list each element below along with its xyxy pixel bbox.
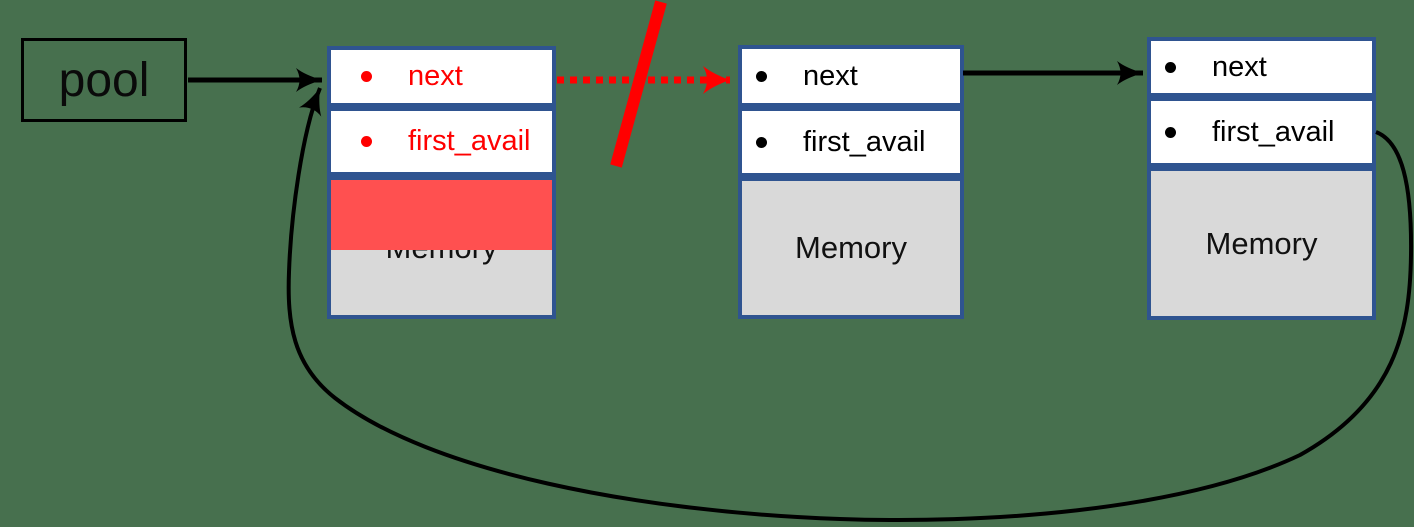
node1-next-cell: next: [327, 46, 556, 107]
node2-next-label: next: [803, 59, 858, 92]
node1-next-label: next: [408, 60, 463, 92]
pool-label: pool: [58, 53, 150, 107]
node3-next-cell: next: [1147, 37, 1376, 97]
node3-memory-cell: Memory: [1147, 167, 1376, 320]
bullet-icon: [361, 71, 372, 82]
node2-memory-label: Memory: [795, 230, 907, 265]
node3-next-label: next: [1212, 50, 1267, 83]
pool-node-2: next first_avail Memory: [738, 45, 964, 319]
node3-memory-label: Memory: [1205, 225, 1318, 261]
bullet-icon: [756, 70, 767, 82]
bullet-icon: [1165, 126, 1176, 138]
strikethrough-slash-icon: [610, 0, 667, 168]
node2-first-avail-label: first_avail: [803, 125, 926, 158]
bullet-icon: [361, 136, 372, 147]
bullet-icon: [1165, 61, 1176, 73]
node2-next-cell: next: [738, 45, 964, 107]
pool-box: pool: [21, 38, 187, 122]
node2-memory-cell: Memory: [738, 177, 964, 319]
node3-first-avail-cell: first_avail: [1147, 97, 1376, 167]
node3-first-avail-label: first_avail: [1212, 115, 1335, 148]
node1-first-avail-label: first_avail: [408, 125, 531, 157]
node1-highlight-band: [331, 180, 552, 250]
pool-node-1: next first_avail Memory: [327, 46, 556, 319]
pool-node-3: next first_avail Memory: [1147, 37, 1376, 320]
bullet-icon: [756, 136, 767, 148]
node1-first-avail-cell: first_avail: [327, 107, 556, 176]
node1-memory-cell: Memory: [327, 176, 556, 319]
node2-first-avail-cell: first_avail: [738, 107, 964, 177]
